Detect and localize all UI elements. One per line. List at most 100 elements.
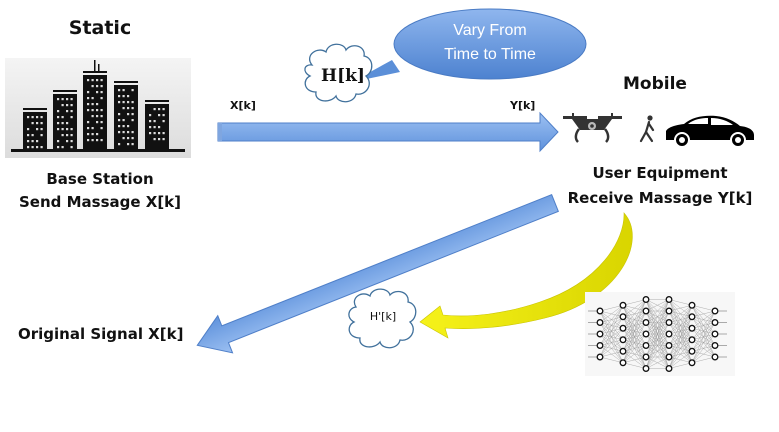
nn-node [619, 301, 627, 309]
nn-node [688, 347, 696, 355]
nn-node [711, 342, 719, 349]
estimate-arrow [419, 212, 633, 339]
nn-connection [668, 316, 693, 369]
nn-connection [668, 305, 693, 312]
car-icon [666, 115, 754, 148]
nn-node [711, 319, 719, 326]
nn-connection [622, 299, 647, 306]
nn-node [596, 307, 604, 315]
nn-connection [645, 299, 670, 335]
nn-node [642, 307, 650, 315]
nn-connection [622, 322, 647, 363]
transmit-arrow-tail [218, 123, 222, 141]
channel-cloud-label: H[k] [321, 66, 365, 86]
nn-connection [668, 362, 693, 369]
nn-connection [691, 310, 716, 329]
city-buildings-icon [11, 60, 185, 155]
nn-connection [691, 310, 716, 340]
nn-connection [645, 299, 670, 369]
nn-node [596, 342, 604, 349]
nn-node [642, 319, 650, 326]
nn-node [688, 336, 696, 344]
nn-node [665, 365, 673, 372]
nn-connection [668, 305, 693, 346]
nn-node [619, 336, 627, 344]
nn-node [688, 301, 696, 309]
nn-node [642, 365, 650, 372]
nn-node [619, 313, 627, 321]
nn-node [688, 359, 696, 367]
nn-connection [622, 299, 647, 329]
nn-connection [645, 299, 670, 312]
nn-connection [668, 305, 693, 369]
nn-node [665, 330, 673, 338]
transmit-arrow [217, 111, 559, 153]
nn-connection [691, 310, 716, 352]
nn-connection [622, 299, 647, 317]
nn-connection [645, 299, 670, 323]
nn-connection [645, 322, 670, 369]
nn-node [711, 353, 719, 361]
nn-node [596, 353, 604, 361]
nn-node [688, 313, 696, 321]
base-station-name: Base Station [46, 170, 154, 188]
static-heading: Static [68, 17, 132, 39]
nn-node [665, 342, 673, 349]
nn-connection [691, 305, 716, 312]
output-signal-label: Y[k] [510, 99, 536, 112]
nn-connection [622, 310, 647, 363]
nn-connection [691, 310, 716, 363]
recover-arrow [196, 193, 559, 354]
nn-node [619, 359, 627, 367]
nn-node [642, 330, 650, 338]
mobile-heading: Mobile [623, 74, 687, 94]
nn-node [596, 330, 604, 338]
nn-connection [668, 305, 693, 358]
neural-network-icon [585, 292, 735, 376]
nn-node [711, 307, 719, 315]
nn-connection [691, 345, 716, 363]
nn-node [596, 319, 604, 326]
user-equipment-action: Receive Massage Y[k] [567, 189, 753, 207]
nn-connection [691, 322, 716, 363]
nn-connection [645, 333, 670, 369]
nn-node [711, 330, 719, 338]
nn-node [688, 324, 696, 332]
estimate-cloud-label: H'[k] [369, 310, 397, 323]
nn-connection [599, 305, 624, 312]
nn-connection [668, 305, 693, 335]
nn-connection [645, 310, 670, 369]
nn-node [665, 353, 673, 361]
nn-connection [645, 299, 670, 358]
nn-connection [622, 362, 647, 369]
nn-node [619, 324, 627, 332]
nn-node [642, 296, 650, 303]
nn-node [665, 319, 673, 326]
nn-connection [645, 299, 670, 346]
nn-connection [691, 333, 716, 363]
nn-connection [622, 345, 647, 363]
base-station-image [5, 58, 191, 158]
nn-connection [599, 356, 624, 363]
nn-connection [622, 299, 647, 352]
drone-icon [563, 113, 622, 143]
nn-connection [599, 305, 624, 358]
nn-connection [668, 305, 693, 323]
nn-connection [668, 299, 693, 306]
nn-connection [668, 351, 693, 369]
original-signal-label: Original Signal X[k] [18, 325, 184, 343]
nn-connection [599, 305, 624, 346]
callout-line-1: Vary From [453, 22, 527, 39]
nn-connection [599, 305, 624, 335]
nn-connection [622, 299, 647, 363]
nn-node [665, 296, 673, 303]
pedestrian-icon [639, 115, 655, 143]
nn-connection [599, 351, 624, 358]
nn-connection [599, 305, 624, 323]
nn-node [665, 307, 673, 315]
estimate-cloud [348, 288, 417, 349]
nn-connection [645, 356, 670, 369]
nn-connection [599, 339, 624, 358]
nn-connection [599, 316, 624, 358]
